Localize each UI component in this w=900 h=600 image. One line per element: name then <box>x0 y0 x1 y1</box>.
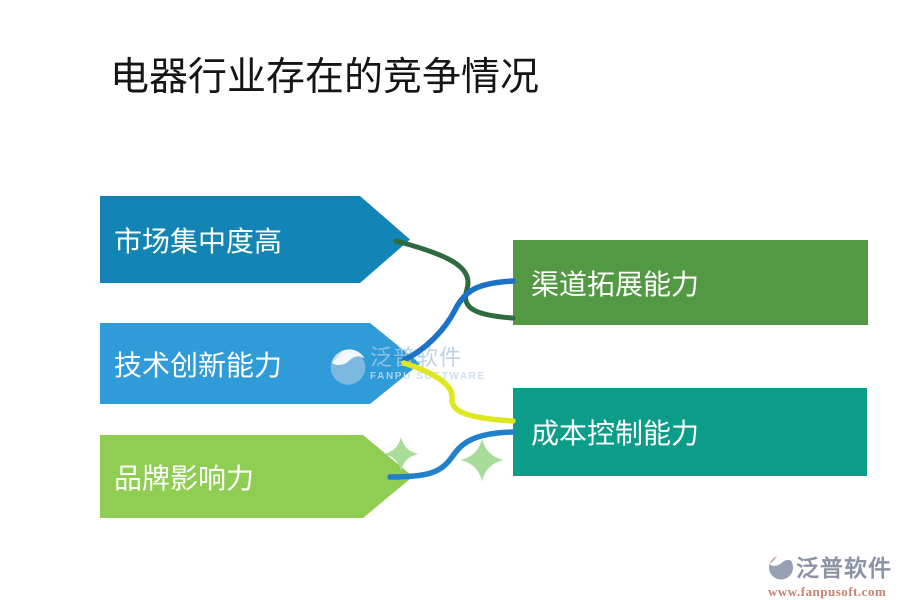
connector-tech-to-channel <box>401 278 516 363</box>
box-label: 成本控制能力 <box>531 419 700 450</box>
arrow-label: 品牌影响力 <box>114 463 255 495</box>
arrow-label: 技术创新能力 <box>114 350 283 382</box>
footer-url-text: www.fanpusoft.com <box>768 584 887 599</box>
connector-tech-to-cost <box>401 360 516 424</box>
box-label: 渠道拓展能力 <box>531 269 700 301</box>
fanpu-logo-icon <box>768 554 794 580</box>
sparkle-star-large <box>460 438 504 482</box>
arrow-label: 市场集中度高 <box>114 226 283 258</box>
connector-market-to-channel <box>393 238 516 321</box>
footer-brand-text: 泛普软件 <box>796 556 892 581</box>
box-cost-control: 成本控制能力 <box>513 388 867 476</box>
connector-brand-to-cost <box>387 429 516 480</box>
arrow-tech-innovation: 技术创新能力 <box>100 323 420 404</box>
box-channel-expansion: 渠道拓展能力 <box>513 240 868 325</box>
page-title: 电器行业存在的竞争情况 <box>110 56 540 99</box>
arrow-market-concentration: 市场集中度高 <box>100 196 410 283</box>
footer-brand-block: 泛普软件 www.fanpusoft.com <box>768 549 892 600</box>
arrow-brand-influence: 品牌影响力 <box>100 435 413 518</box>
